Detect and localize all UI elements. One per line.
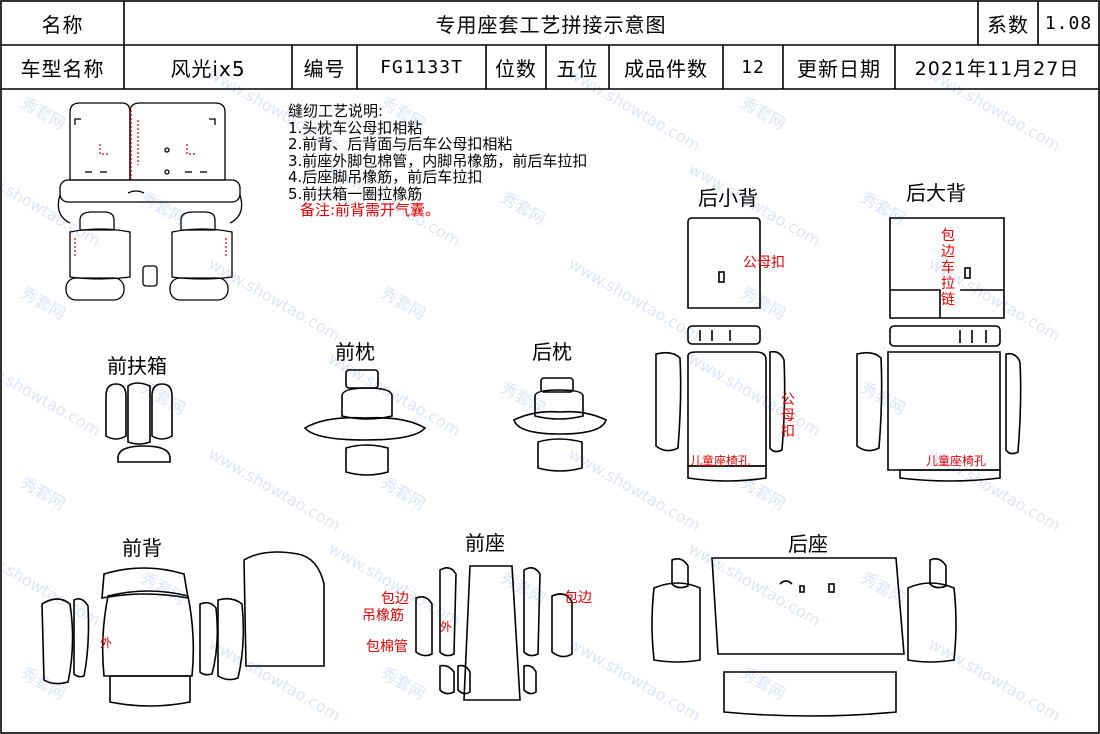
note-item: 2.前背、后背面与后车公母扣相粘 (288, 135, 513, 153)
code-value: FG1133T (380, 56, 463, 78)
part-title-front-headrest: 前枕 (335, 340, 375, 364)
seat-overview-red-marks (74, 106, 227, 258)
annotation-elastic: 吊橡筋 (362, 608, 404, 624)
pieces-value: 12 (741, 56, 765, 78)
note-item: 4.后座脚吊橡筋，前后车拉扣 (288, 168, 483, 186)
annotation-snap-button: 公母扣 (743, 255, 785, 271)
part-title-rear-headrest: 后枕 (532, 340, 572, 364)
annotation-snap-vertical: 公母扣 (781, 392, 795, 440)
note-item: 1.头枕车公母扣相粘 (288, 118, 423, 137)
note-item: 5.前扶箱一圈拉橡筋 (288, 184, 423, 203)
update-date-label: 更新日期 (797, 56, 881, 81)
part-title-rear-small-back: 后小背 (698, 186, 758, 210)
update-date-value: 2021年11月27日 (914, 57, 1080, 80)
sewing-notes: 缝纫工艺说明: 1.头枕车公母扣相粘 2.前背、后背面与后车公母扣相粘 3.前座… (288, 103, 587, 219)
seat-count-value: 五位 (556, 56, 599, 81)
model-value: 风光ix5 (170, 56, 246, 81)
rear-seat-pattern (651, 557, 957, 717)
annotation-cotton-pipe: 包棉管 (366, 639, 408, 655)
part-title-front-armrest: 前扶箱 (107, 354, 167, 378)
note-item: 3.前座外脚包棉管，内脚吊橡筋，前后车拉扣 (288, 151, 588, 170)
name-label: 名称 (41, 12, 84, 37)
pieces-label: 成品件数 (624, 56, 708, 81)
seat-count-label: 位数 (495, 56, 537, 81)
part-title-rear-large-back: 后大背 (906, 181, 966, 205)
coefficient-label: 系数 (987, 12, 1029, 37)
front-back-pattern (41, 551, 325, 707)
annotation-edge-band: 包边 (381, 591, 409, 607)
seat-overview (57, 102, 243, 301)
coefficient-value: 1.08 (1044, 12, 1093, 34)
part-title-rear-seat: 后座 (788, 532, 828, 556)
document-title: 专用座套工艺拼接示意图 (435, 12, 667, 37)
annotation-edge-band: 包边 (564, 590, 592, 606)
annotation-outer: 外 (440, 620, 453, 634)
front-seat-pattern (415, 565, 573, 701)
front-headrest-pattern (303, 369, 427, 476)
notes-remark: 备注:前背需开气囊。 (300, 201, 441, 219)
annotation-child-seat-hole: 儿童座椅孔 (690, 454, 751, 468)
notes-heading: 缝纫工艺说明: (288, 102, 384, 120)
annotation-child-seat-hole: 儿童座椅孔 (926, 454, 987, 468)
annotation-edge-zip: 包边车拉链 (941, 228, 955, 308)
front-armrest-pattern (105, 382, 173, 463)
code-label: 编号 (303, 56, 346, 81)
part-title-front-seat: 前座 (465, 531, 505, 555)
annotation-outer: 外 (100, 636, 113, 650)
model-label: 车型名称 (20, 56, 105, 81)
rear-small-back-pattern (655, 217, 786, 482)
rear-large-back-pattern (856, 217, 1022, 482)
rear-headrest-pattern (513, 377, 607, 472)
part-title-front-back: 前背 (122, 536, 162, 560)
